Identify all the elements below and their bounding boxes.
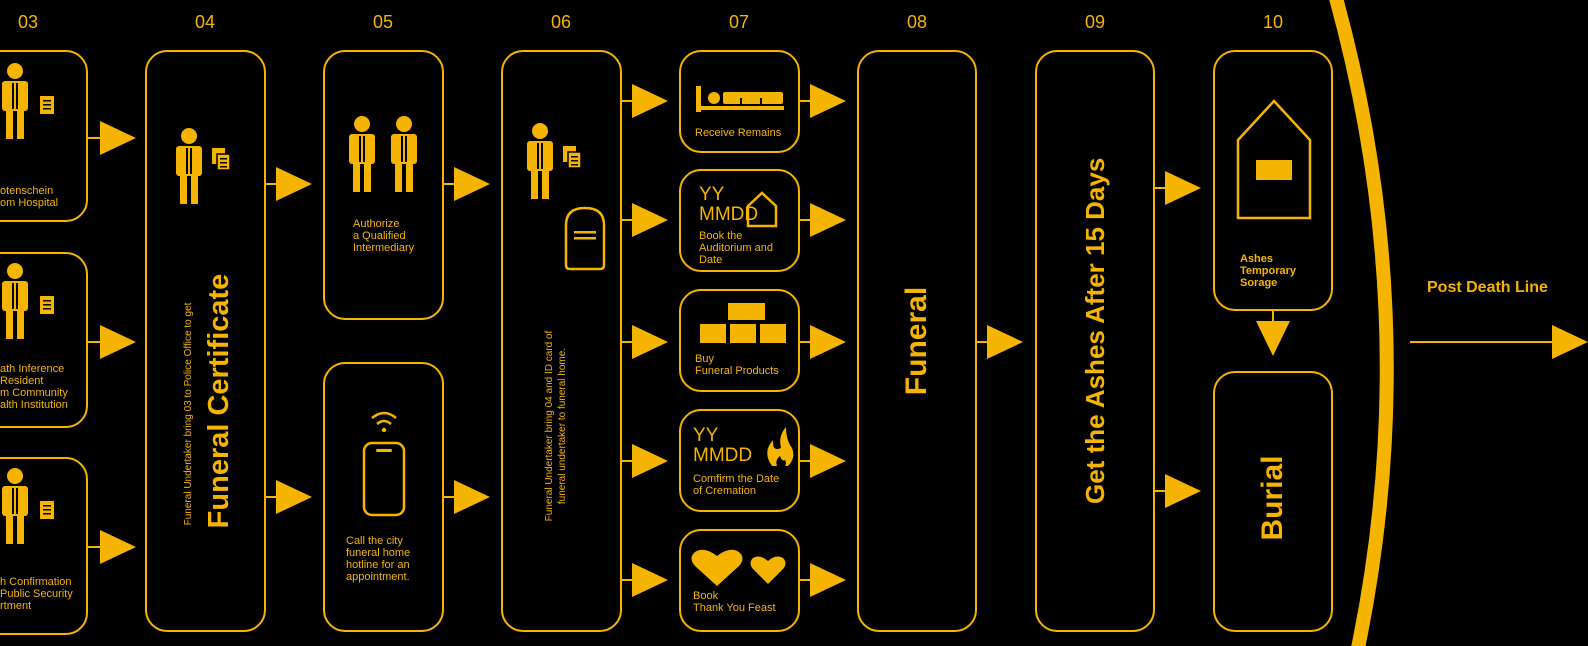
step-07-card-products — [679, 289, 800, 392]
storage-house-icon — [1236, 99, 1312, 220]
arrow-icon — [622, 84, 668, 597]
step-07-card-auditorium — [679, 169, 800, 272]
step-number-10: 10 — [1262, 12, 1284, 32]
step-number-08: 08 — [906, 12, 928, 32]
burial-title: Burial — [1256, 455, 1289, 541]
post-death-arrow-icon — [1410, 325, 1588, 359]
bricks-icon — [700, 303, 786, 343]
arrow-icon — [1155, 171, 1201, 508]
step-number-06: 06 — [550, 12, 572, 32]
post-death-line-label: Post Death Line — [1427, 279, 1548, 296]
date-code-yy: YY — [693, 425, 719, 446]
get-ashes-title: Get the Ashes After 15 Days — [1080, 157, 1110, 504]
date-code-mmdd: MMDD — [699, 204, 759, 225]
step-06-instruction: Funeral Undertaker bring 04 and ID card … — [544, 330, 568, 522]
step-number-03: 03 — [17, 12, 39, 32]
step-08-card — [857, 50, 977, 632]
step-number-07: 07 — [728, 12, 750, 32]
step-07-card-cremation — [679, 409, 800, 512]
bed-remains-icon — [696, 86, 784, 112]
step-07-card-receive — [679, 50, 800, 153]
step-05-card-authorize — [323, 50, 444, 320]
arrow-icon — [88, 121, 136, 564]
step-07-card-feast — [679, 529, 800, 632]
arrow-icon — [444, 167, 490, 514]
step-03-card-hospital — [0, 50, 88, 222]
step-number-09: 09 — [1084, 12, 1106, 32]
step-number-05: 05 — [372, 12, 394, 32]
arrow-down-icon — [1256, 311, 1290, 356]
arrow-icon — [266, 167, 312, 514]
arrow-icon — [800, 84, 846, 597]
hearts-icon — [691, 549, 786, 586]
step-10-card-storage — [1213, 50, 1333, 311]
id-card-icon — [564, 206, 606, 271]
date-code-yy: YY — [699, 184, 725, 205]
funeral-title: Funeral — [900, 286, 933, 396]
house-icon — [746, 191, 778, 228]
phone-icon — [362, 441, 406, 517]
step-06-card — [501, 50, 622, 632]
arrow-icon — [977, 325, 1023, 359]
receive-remains-label: Receive Remains — [695, 127, 782, 139]
step-03-card-community — [0, 252, 88, 428]
step-10-card-burial — [1213, 371, 1333, 632]
step-number-04: 04 — [194, 12, 216, 32]
date-code-mmdd: MMDD — [693, 445, 753, 466]
step-04-card — [145, 50, 266, 632]
funeral-certificate-title: Funeral Certificate — [203, 273, 235, 529]
post-death-arc — [1329, 0, 1394, 646]
step-03-card-police — [0, 457, 88, 635]
step-04-instruction: Funeral Undertaker bring 03 to Police Of… — [183, 302, 194, 526]
flame-icon — [767, 427, 794, 466]
step-09-card — [1035, 50, 1155, 632]
wifi-icon — [371, 411, 397, 433]
step-05-card-call — [323, 362, 444, 632]
